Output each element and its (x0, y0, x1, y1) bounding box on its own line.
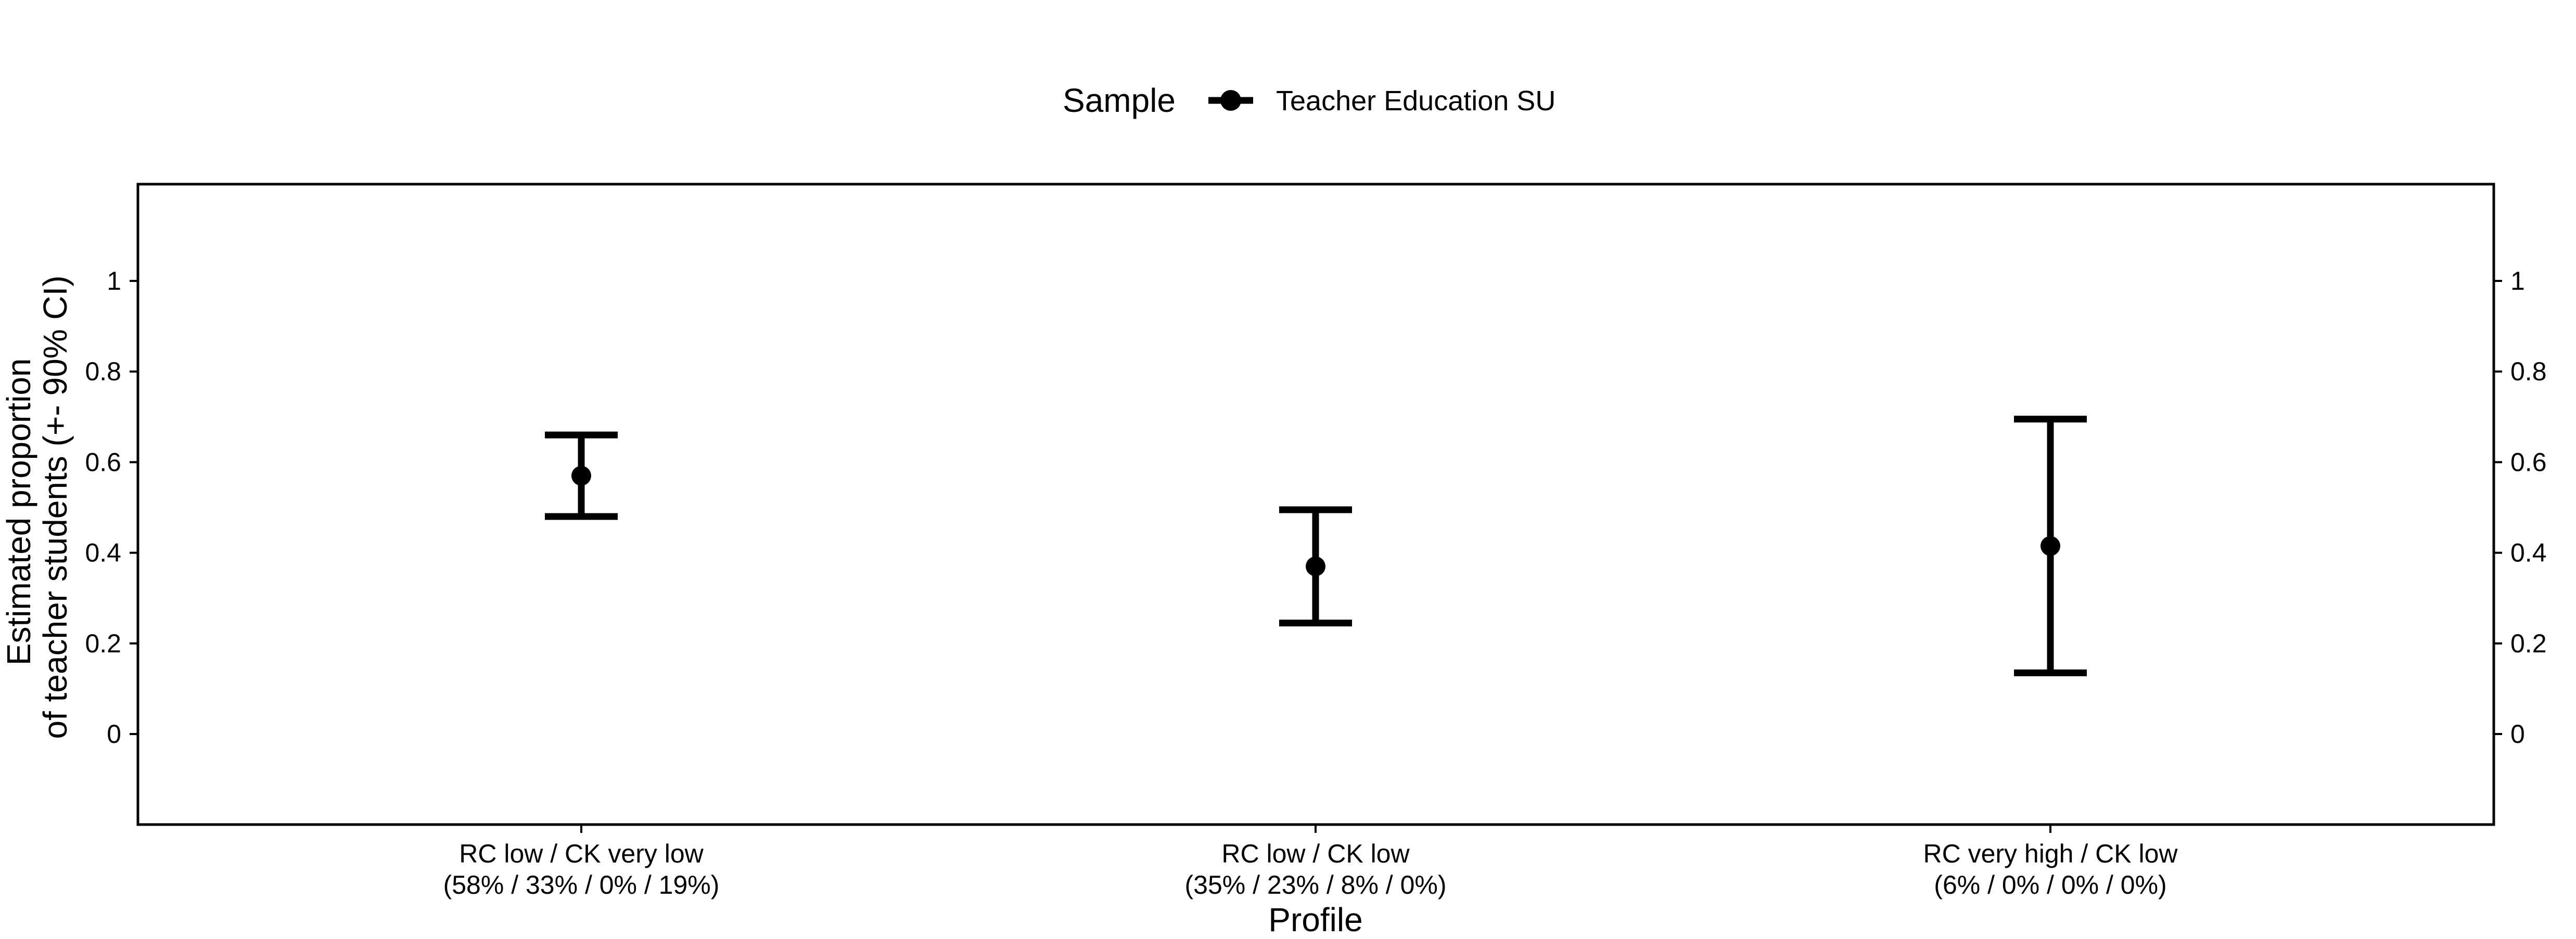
plot-panel (136, 183, 2495, 826)
y-tick-label-left: 0.8 (85, 357, 121, 386)
y-tick-label-left: 1 (107, 266, 121, 295)
x-tick-label-detail: (58% / 33% / 0% / 19%) (443, 870, 720, 899)
x-tick-label: RC very high / CK low (1923, 839, 2178, 868)
y-tick-label-left: 0.6 (85, 447, 121, 477)
legend-label: Teacher Education SU (1276, 85, 1555, 117)
y-tick-label-right: 0.8 (2510, 357, 2547, 386)
data-point (2041, 536, 2060, 556)
y-axis-right: 0 0.2 0.4 0.6 0.8 1 (2494, 266, 2547, 749)
x-tick-label: RC low / CK very low (459, 839, 704, 868)
y-tick-label-left: 0.2 (85, 629, 121, 658)
y-tick-label-right: 0 (2510, 719, 2525, 749)
y-tick-label-left: 0.4 (85, 538, 121, 568)
y-tick-label-right: 0.4 (2510, 538, 2547, 568)
x-tick-label-detail: (6% / 0% / 0% / 0%) (1934, 870, 2166, 899)
x-tick-label: RC low / CK low (1221, 839, 1410, 868)
y-tick-label-right: 1 (2510, 266, 2525, 295)
y-tick-label-right: 0.2 (2510, 629, 2547, 658)
data-marks (545, 416, 2087, 676)
y-axis-title: Estimated proportion of teacher students… (0, 275, 74, 739)
data-point (571, 466, 591, 486)
y-axis-title-line2: of teacher students (+- 90% CI) (36, 275, 74, 739)
x-tick-label-detail: (35% / 23% / 8% / 0%) (1184, 870, 1446, 899)
x-axis: RC low / CK very low(58% / 33% / 0% / 19… (443, 825, 2178, 899)
y-tick-label-left: 0 (107, 719, 121, 749)
legend-key-point (1220, 90, 1241, 111)
y-axis-title-line1: Estimated proportion (0, 358, 37, 666)
x-axis-title: Profile (1268, 901, 1362, 936)
legend: Sample Teacher Education SU (1063, 82, 1555, 119)
y-axis-left: 0 0.2 0.4 0.6 0.8 1 (85, 266, 138, 749)
data-point (1306, 556, 1325, 576)
y-tick-label-right: 0.6 (2510, 447, 2547, 477)
legend-title: Sample (1063, 82, 1176, 119)
